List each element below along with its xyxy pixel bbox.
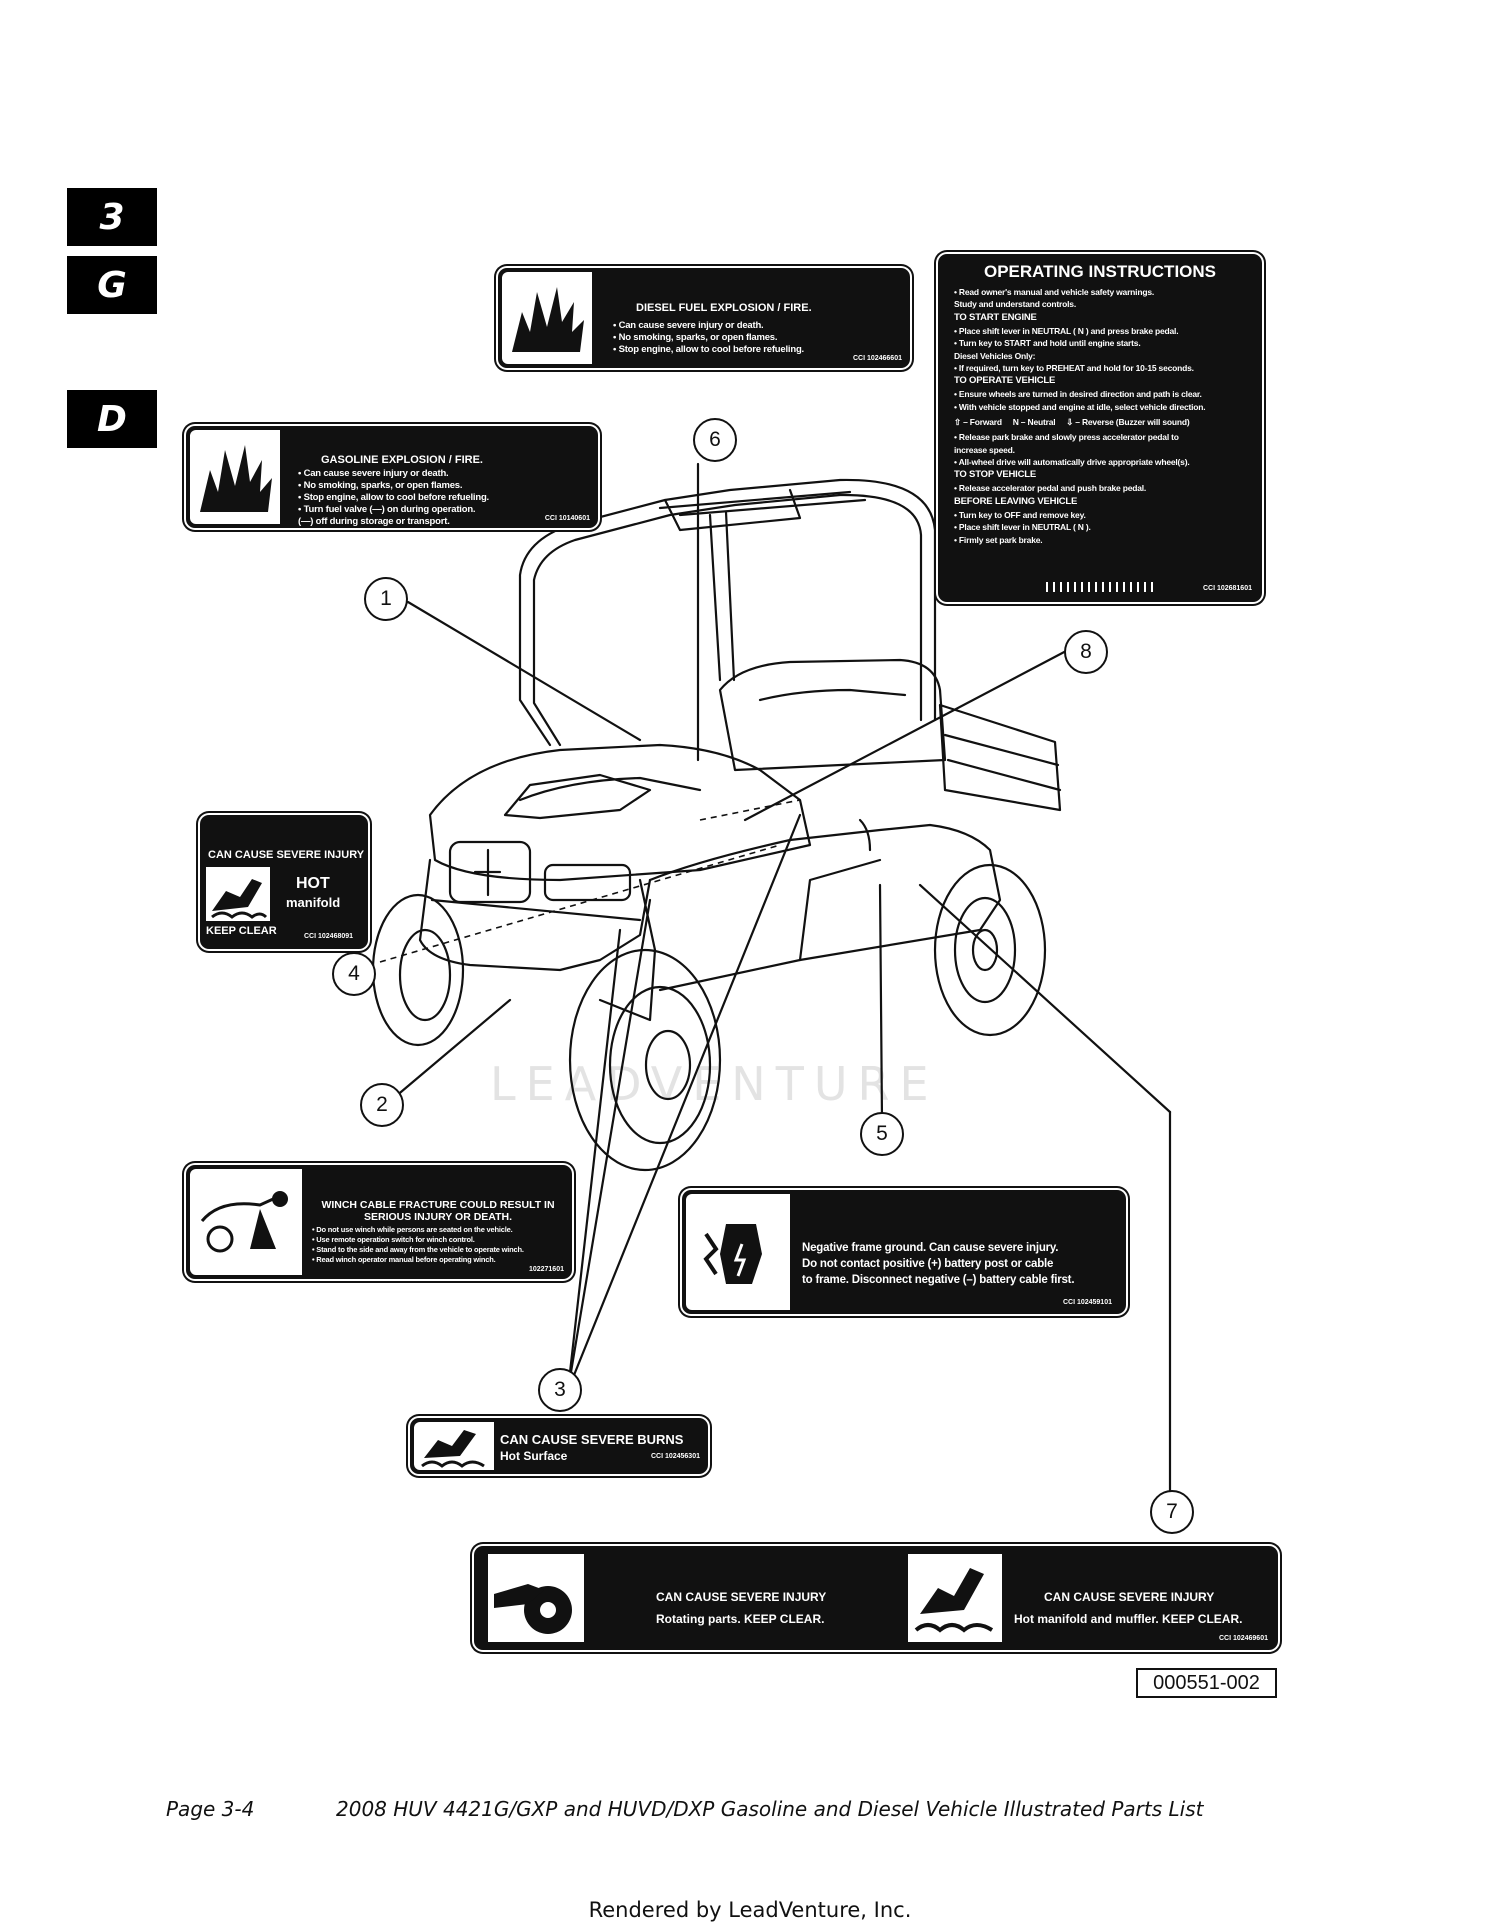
operating-label-heading: TO STOP VEHICLE [954,469,1036,481]
winch-label-code: 102271601 [528,1266,564,1273]
battery-label-line: to frame. Disconnect negative (–) batter… [802,1274,1075,1286]
operating-label-heading: TO START ENGINE [954,311,1037,323]
section-tab-g: G [67,256,157,314]
callout-8: 8 [1064,630,1108,674]
muffler-label-sub: Hot manifold and muffler. KEEP CLEAR. [1014,1612,1243,1626]
operating-label-line: • Place shift lever in NEUTRAL ( N ). [954,522,1091,533]
callout-4: 4 [332,952,376,996]
battery-label-line: Negative frame ground. Can cause severe … [802,1242,1059,1254]
gasoline-label-title: GASOLINE EXPLOSION / FIRE. [321,454,483,466]
operating-label-line: Diesel Vehicles Only: [954,350,1036,361]
gasoline-label-line: (—) off during storage or transport. [298,516,450,527]
rotating-parts-muffler-label: CAN CAUSE SEVERE INJURY Rotating parts. … [474,1546,1278,1650]
burns-label-sub: Hot Surface [500,1449,568,1463]
diesel-label-title: DIESEL FUEL EXPLOSION / FIRE. [636,302,812,314]
winch-label-title: WINCH CABLE FRACTURE COULD RESULT IN SER… [321,1199,555,1223]
section-tab-d: D [67,390,157,448]
operating-label-line: • Place shift lever in NEUTRAL ( N ) and… [954,325,1179,336]
callout-3: 3 [538,1368,582,1412]
section-tab-3: 3 [67,188,157,246]
gasoline-fire-warning-label: GASOLINE EXPLOSION / FIRE. • Can cause s… [186,426,598,528]
operating-label-line: • Release accelerator pedal and push bra… [954,483,1147,494]
winch-warning-label: WINCH CABLE FRACTURE COULD RESULT IN SER… [186,1165,572,1279]
diesel-label-line: • Can cause severe injury or death. [613,320,764,331]
diesel-label-line: • No smoking, sparks, or open flames. [613,332,778,343]
rendered-by-credit: Rendered by LeadVenture, Inc. [588,1898,912,1922]
operating-label-line: • Release park brake and slowly press ac… [954,432,1179,443]
operating-label-code: CCI 102681601 [1202,585,1252,592]
callout-1: 1 [364,577,408,621]
barcode-icon [1046,582,1156,592]
operating-label-heading: BEFORE LEAVING VEHICLE [954,495,1078,507]
operating-label-line: increase speed. [954,444,1015,455]
diesel-label-code: CCI 102466601 [852,355,902,362]
battery-ground-warning-label: Negative frame ground. Can cause severe … [682,1190,1126,1314]
explosion-icon [502,272,592,364]
page-number: Page 3-4 [166,1797,255,1821]
hot-manifold-label-title: CAN CAUSE SEVERE INJURY [208,849,365,861]
burns-label-title: CAN CAUSE SEVERE BURNS [500,1432,684,1447]
operating-label-line: • Read owner's manual and vehicle safety… [954,287,1155,297]
winch-label-line: • Use remote operation switch for winch … [312,1235,475,1244]
winch-cable-icon [190,1169,302,1275]
document-title: 2008 HUV 4421G/GXP and HUVD/DXP Gasoline… [336,1797,1204,1821]
diesel-label-line: • Stop engine, allow to cool before refu… [613,344,805,355]
gasoline-label-line: • Turn fuel valve (—) on during operatio… [298,504,476,515]
operating-label-line: • All-wheel drive will automatically dri… [954,457,1190,468]
callout-6: 6 [693,418,737,462]
hot-surface-burns-label: CAN CAUSE SEVERE BURNS Hot Surface CCI 1… [410,1418,708,1474]
rotating-parts-icon [488,1554,584,1642]
operating-label-line: • Ensure wheels are turned in desired di… [954,389,1202,400]
operating-label-line: • Turn key to OFF and remove key. [954,509,1086,520]
hot-manifold-warning-label: CAN CAUSE SEVERE INJURY HOT manifold KEE… [200,815,368,949]
battery-label-line: Do not contact positive (+) battery post… [802,1258,1054,1270]
winch-label-line: • Do not use winch while persons are sea… [312,1225,513,1234]
winch-label-line: • Read winch operator manual before oper… [312,1255,496,1264]
gasoline-label-line: • Can cause severe injury or death. [298,468,449,479]
operating-label-line: • Firmly set park brake. [954,534,1043,545]
rotating-label-sub: Rotating parts. KEEP CLEAR. [656,1612,825,1626]
hot-manifold-label-keep-clear: KEEP CLEAR [206,925,277,937]
hot-manifold-label-code: CCI 102468091 [304,933,354,940]
winch-label-line: • Stand to the side and away from the ve… [312,1245,524,1254]
hot-manifold-label-manifold: manifold [286,895,341,910]
explosion-icon [190,430,280,524]
rotating-label-title: CAN CAUSE SEVERE INJURY [656,1590,827,1604]
burns-label-code: CCI 102456301 [650,1453,700,1460]
operating-label-line: • With vehicle stopped and engine at idl… [954,401,1206,412]
hand-burn-icon [414,1422,494,1470]
operating-label-line: Study and understand controls. [954,299,1076,310]
hand-burn-icon [206,867,270,921]
callout-7: 7 [1150,1490,1194,1534]
operating-label-directions: ⇧ – Forward N – Neutral ⇩ – Reverse (Buz… [954,417,1190,428]
operating-label-line: • Turn key to START and hold until engin… [954,338,1141,349]
muffler-label-title: CAN CAUSE SEVERE INJURY [1044,1590,1215,1604]
callout-2: 2 [360,1083,404,1127]
operating-label-line: • If required, turn key to PREHEAT and h… [954,363,1194,374]
operating-instructions-label: OPERATING INSTRUCTIONS • Read owner's ma… [938,254,1262,602]
figure-number: 000551-002 [1136,1668,1277,1698]
rotating-label-code: CCI 102469601 [1218,1635,1268,1642]
gasoline-label-code: CCI 10140601 [544,515,590,522]
gasoline-label-line: • Stop engine, allow to cool before refu… [298,492,490,503]
battery-label-code: CCI 102459101 [1062,1299,1112,1306]
hot-manifold-label-hot: HOT [296,875,330,892]
gasoline-label-line: • No smoking, sparks, or open flames. [298,480,463,491]
callout-5: 5 [860,1112,904,1156]
electric-shock-hand-icon [686,1194,790,1310]
operating-label-heading: TO OPERATE VEHICLE [954,375,1056,387]
operating-label-title: OPERATING INSTRUCTIONS [983,262,1217,281]
hand-burn-icon [908,1554,1002,1642]
diesel-fire-warning-label: DIESEL FUEL EXPLOSION / FIRE. • Can caus… [498,268,910,368]
